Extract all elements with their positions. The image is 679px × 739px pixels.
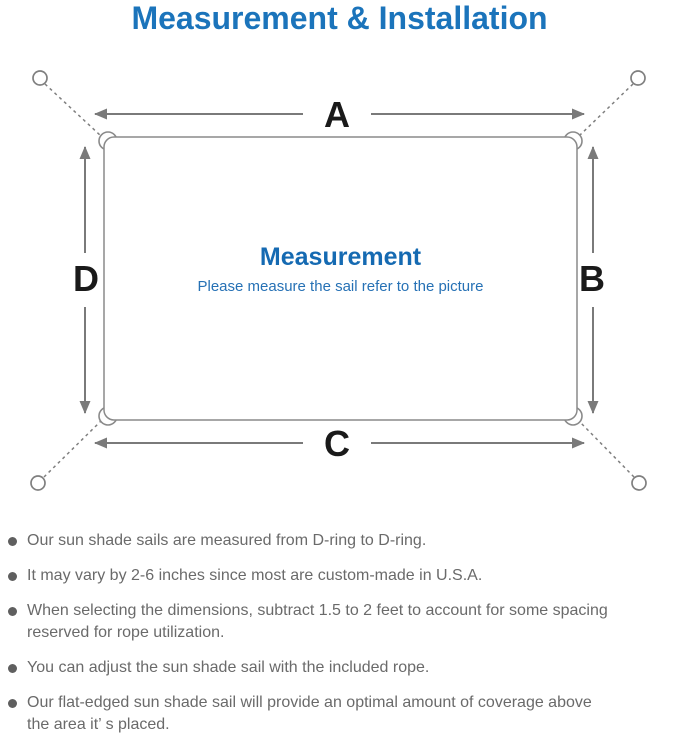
dimension-label-b: B xyxy=(579,258,605,299)
anchor-point-icon-top-right xyxy=(630,70,646,86)
note-line: When selecting the dimensions, subtract … xyxy=(27,602,608,619)
bullet-dot-icon xyxy=(8,537,17,546)
note-line: It may vary by 2-6 inches since most are… xyxy=(27,567,483,584)
rope-line-top-right xyxy=(578,83,634,137)
note-line: You can adjust the sun shade sail with t… xyxy=(27,659,430,676)
instruction-notes: Our sun shade sails are measured from D-… xyxy=(8,530,673,739)
bullet-dot-icon xyxy=(8,572,17,581)
bullet-dot-icon xyxy=(8,699,17,708)
note-text: Our flat-edged sun shade sail will provi… xyxy=(27,692,592,736)
anchor-point-icon-top-left xyxy=(32,70,48,86)
note-text: It may vary by 2-6 inches since most are… xyxy=(27,565,482,587)
rope-line-top-left xyxy=(44,83,102,137)
diagram-heading: Measurement xyxy=(259,243,422,271)
note-text: You can adjust the sun shade sail with t… xyxy=(27,657,429,679)
sail-measurement-diagram: A C D B xyxy=(30,70,647,491)
note-item: You can adjust the sun shade sail with t… xyxy=(8,657,673,679)
note-text: Our sun shade sails are measured from D-… xyxy=(27,530,426,552)
dimension-label-a: A xyxy=(324,94,350,135)
note-item: When selecting the dimensions, subtract … xyxy=(8,600,673,644)
note-line: the area it’ s placed. xyxy=(27,716,170,733)
anchor-point-icon-bottom-right xyxy=(631,475,647,491)
dimension-label-c: C xyxy=(324,423,350,464)
bullet-dot-icon xyxy=(8,607,17,616)
bullet-dot-icon xyxy=(8,664,17,673)
note-item: Our flat-edged sun shade sail will provi… xyxy=(8,692,673,736)
note-line: Our sun shade sails are measured from D-… xyxy=(27,532,427,549)
diagram-subheading: Please measure the sail refer to the pic… xyxy=(197,278,484,295)
page-title: Measurement & Installation xyxy=(131,0,548,36)
rope-line-bottom-right xyxy=(578,420,635,478)
note-line: Our flat-edged sun shade sail will provi… xyxy=(27,694,592,711)
note-text: When selecting the dimensions, subtract … xyxy=(27,600,608,644)
anchor-point-icon-bottom-left xyxy=(30,475,46,491)
shade-sail-outline xyxy=(103,136,578,421)
note-item: It may vary by 2-6 inches since most are… xyxy=(8,565,673,587)
note-line: reserved for rope utilization. xyxy=(27,624,225,641)
dimension-label-d: D xyxy=(73,258,99,299)
note-item: Our sun shade sails are measured from D-… xyxy=(8,530,673,552)
rope-line-bottom-left xyxy=(43,420,102,478)
